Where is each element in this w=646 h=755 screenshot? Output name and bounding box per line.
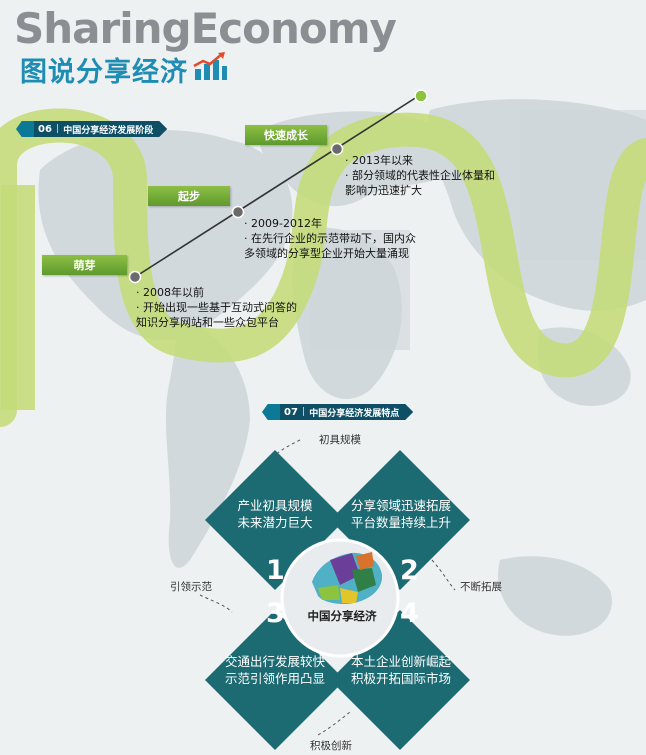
quadrant-4-number: 4 <box>400 598 419 629</box>
banner-separator: | <box>55 124 60 134</box>
note-line: · 2009-2012年 <box>244 217 322 230</box>
note-line: · 部分领域的代表性企业体量和 <box>345 169 495 182</box>
quadrant-line: 示范引领作用凸显 <box>224 671 325 686</box>
label-left: 引领示范 <box>170 581 212 593</box>
section-number: 06 <box>38 123 52 135</box>
label-right: 不断拓展 <box>460 581 502 593</box>
quadrant-2-text: 分享领域迅速拓展 平台数量持续上升 <box>342 497 460 531</box>
note-line: 知识分享网站和一些众包平台 <box>136 316 279 329</box>
stage-label-1: 萌芽 <box>42 255 127 275</box>
quadrant-4-text: 本土企业创新崛起 积极开拓国际市场 <box>342 653 460 687</box>
quadrant-3-text: 交通出行发展较快 示范引领作用凸显 <box>220 653 330 687</box>
banner-separator: | <box>301 407 306 417</box>
note-line: · 在先行企业的示范带动下，国内众 <box>244 232 416 245</box>
arrow-bottom <box>317 711 351 736</box>
section-banner-07: 07 | 中国分享经济发展特点 <box>262 404 414 420</box>
quadrant-1-number: 1 <box>266 555 285 586</box>
china-map-icon <box>312 552 383 604</box>
page-title-zh: 图说分享经济 <box>20 57 188 88</box>
stage-label-3: 快速成长 <box>245 125 327 145</box>
section-banner-06: 06 | 中国分享经济发展阶段 <box>16 121 168 137</box>
note-line: 多领域的分享型企业开始大量涌现 <box>244 247 409 260</box>
arrow-left <box>199 594 233 613</box>
note-line: · 2008年以前 <box>136 286 204 299</box>
quadrant-1-text: 产业初具规模 未来潜力巨大 <box>220 497 330 531</box>
stage-note-2: · 2009-2012年 · 在先行企业的示范带动下，国内众 多领域的分享型企业… <box>244 216 416 261</box>
quadrant-line: 未来潜力巨大 <box>237 515 313 530</box>
section-title: 中国分享经济发展特点 <box>309 408 400 419</box>
note-line: · 开始出现一些基于互动式问答的 <box>136 301 297 314</box>
stage-note-3: · 2013年以来 · 部分领域的代表性企业体量和 影响力迅速扩大 <box>345 153 495 198</box>
quadrant-line: 本土企业创新崛起 <box>350 654 451 669</box>
section-number: 07 <box>284 406 298 418</box>
bar-chart-icon <box>193 52 227 80</box>
quadrant-line: 产业初具规模 <box>237 498 313 513</box>
quadrant-3-number: 3 <box>266 598 285 629</box>
note-line: · 2013年以来 <box>345 154 413 167</box>
stage-label-2: 起步 <box>148 186 230 206</box>
center-label: 中国分享经济 <box>307 609 377 623</box>
quadrant-line: 交通出行发展较快 <box>224 654 325 669</box>
quadrant-line: 分享领域迅速拓展 <box>350 498 451 513</box>
page-title-en: SharingEconomy <box>14 4 397 53</box>
note-line: 影响力迅速扩大 <box>345 184 422 197</box>
label-top: 初具规模 <box>319 434 361 446</box>
label-bottom: 积极创新 <box>310 740 352 752</box>
stage-note-1: · 2008年以前 · 开始出现一些基于互动式问答的 知识分享网站和一些众包平台 <box>136 285 297 330</box>
banner-body: 07 | 中国分享经济发展特点 <box>280 404 414 420</box>
quadrant-line: 积极开拓国际市场 <box>350 671 451 686</box>
quadrant-2-number: 2 <box>400 555 419 586</box>
arrow-right <box>431 559 456 591</box>
banner-body: 06 | 中国分享经济发展阶段 <box>34 121 168 137</box>
quadrant-line: 平台数量持续上升 <box>350 515 451 530</box>
section-title: 中国分享经济发展阶段 <box>63 125 154 136</box>
